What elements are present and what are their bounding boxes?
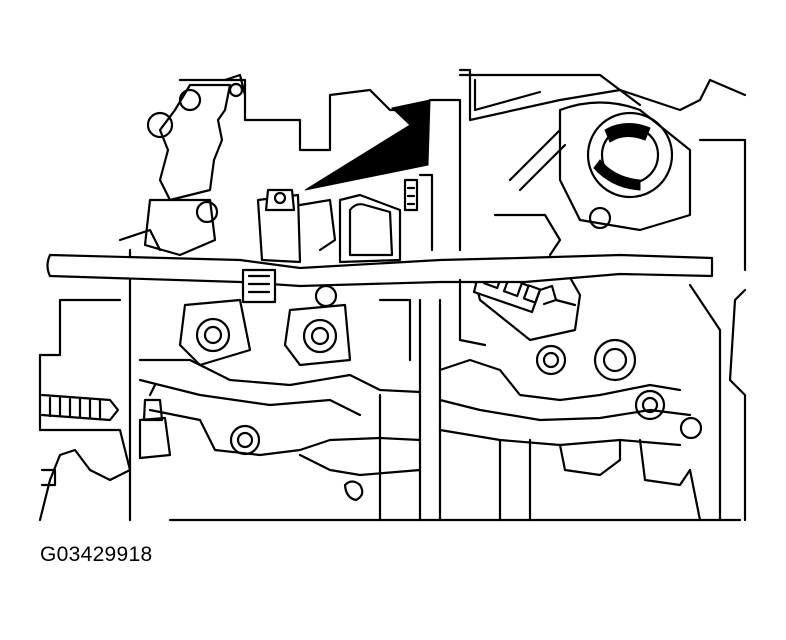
wire-clip — [405, 175, 432, 250]
lower-left-bolt — [42, 385, 170, 485]
figure-code: G03429918 — [40, 543, 153, 566]
upper-bolt — [258, 190, 335, 262]
center-block — [340, 195, 400, 262]
round-cover — [510, 103, 690, 231]
lower-bosses — [180, 286, 635, 380]
lower-casting — [140, 280, 701, 520]
engine-illustration — [0, 0, 786, 540]
arrow-pointer-icon — [305, 100, 430, 190]
horizontal-rod — [48, 255, 713, 302]
left-stud-column — [120, 75, 245, 255]
